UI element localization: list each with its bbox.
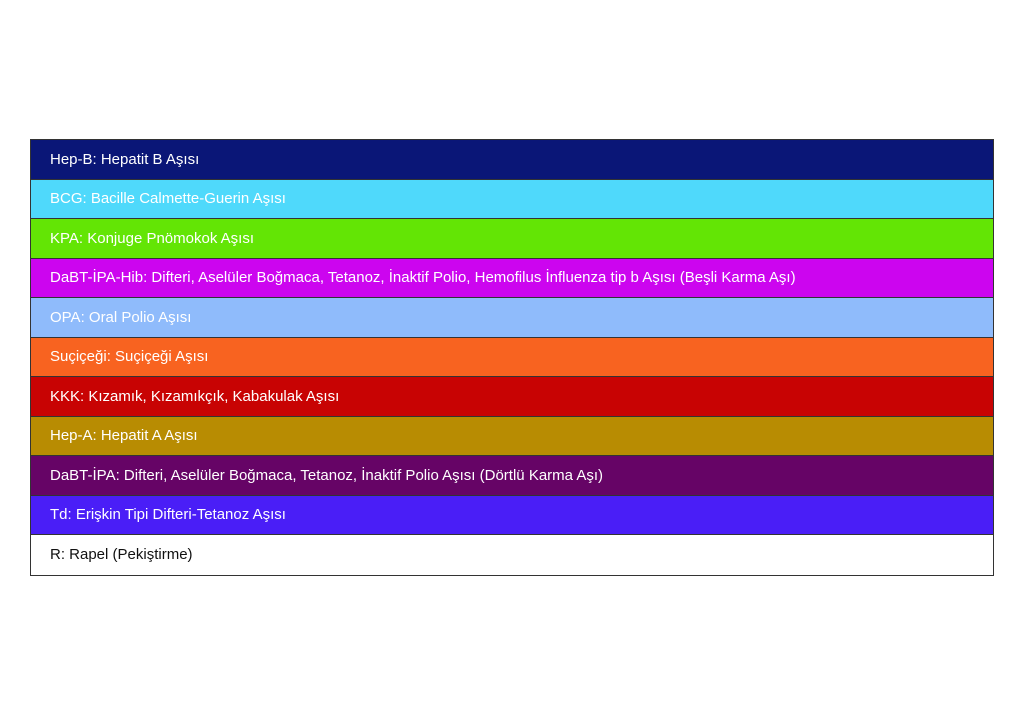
legend-row-bcg: BCG: Bacille Calmette-Guerin Aşısı [31, 179, 993, 219]
legend-label: Td: Erişkin Tipi Difteri-Tetanoz Aşısı [50, 506, 286, 524]
legend-row-rapel: R: Rapel (Pekiştirme) [31, 535, 993, 575]
legend-row-td: Td: Erişkin Tipi Difteri-Tetanoz Aşısı [31, 495, 993, 535]
legend-label: Suçiçeği: Suçiçeği Aşısı [50, 348, 209, 366]
legend-row-kkk: KKK: Kızamık, Kızamıkçık, Kabakulak Aşıs… [31, 377, 993, 417]
legend-row-dabt-ipa: DaBT-İPA: Difteri, Aselüler Boğmaca, Tet… [31, 456, 993, 496]
legend-row-opa: OPA: Oral Polio Aşısı [31, 298, 993, 338]
legend-label: DaBT-İPA: Difteri, Aselüler Boğmaca, Tet… [50, 466, 604, 484]
legend-label: OPA: Oral Polio Aşısı [50, 308, 192, 326]
legend-label: DaBT-İPA-Hib: Difteri, Aselüler Boğmaca,… [50, 269, 796, 287]
vaccine-legend-table: Hep-B: Hepatit B Aşısı BCG: Bacille Calm… [30, 139, 994, 576]
legend-row-kpa: KPA: Konjuge Pnömokok Aşısı [31, 219, 993, 259]
legend-label: R: Rapel (Pekiştirme) [50, 546, 193, 564]
legend-row-hep-b: Hep-B: Hepatit B Aşısı [31, 140, 993, 180]
legend-label: Hep-A: Hepatit A Aşısı [50, 427, 198, 445]
legend-label: Hep-B: Hepatit B Aşısı [50, 150, 200, 168]
legend-row-hep-a: Hep-A: Hepatit A Aşısı [31, 416, 993, 456]
legend-label: KKK: Kızamık, Kızamıkçık, Kabakulak Aşıs… [50, 387, 340, 405]
legend-label: BCG: Bacille Calmette-Guerin Aşısı [50, 190, 286, 208]
legend-row-dabt-ipa-hib: DaBT-İPA-Hib: Difteri, Aselüler Boğmaca,… [31, 258, 993, 298]
legend-label: KPA: Konjuge Pnömokok Aşısı [50, 229, 255, 247]
legend-row-sucicegi: Suçiçeği: Suçiçeği Aşısı [31, 337, 993, 377]
